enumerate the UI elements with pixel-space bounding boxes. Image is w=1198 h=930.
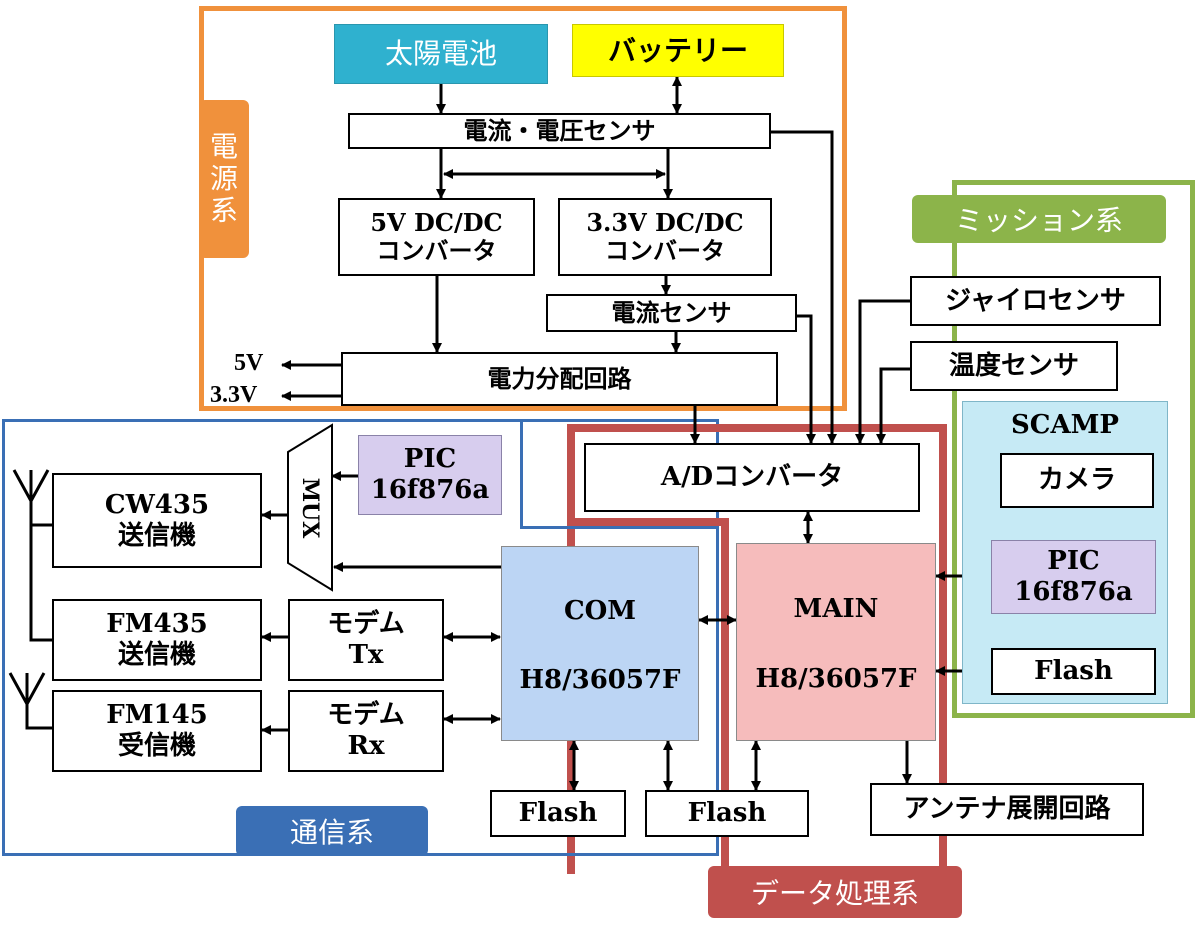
pic-scamp: PIC 16f876a: [991, 540, 1156, 614]
wire-antenna-upper: [29, 470, 52, 642]
dcdc-33v-converter: 3.3V DC/DC コンバータ: [558, 198, 772, 276]
mission-system-label: ミッション系: [912, 195, 1166, 243]
com-cpu-name: COM: [563, 596, 637, 627]
modem-tx-line1: モデム: [327, 609, 405, 640]
main-cpu-model: H8/36057F: [755, 664, 917, 694]
fm435-transmitter: FM435 送信機: [52, 599, 262, 681]
pic-comm-line1: PIC: [403, 444, 457, 475]
cw435-line1: CW435: [104, 489, 210, 520]
solar-cell-block: 太陽電池: [334, 24, 548, 84]
gyro-sensor: ジャイロセンサ: [910, 276, 1161, 326]
modem-rx-line2: Rx: [347, 731, 385, 761]
mux-label: MUX: [297, 477, 323, 539]
pic-scamp-line2: 16f876a: [1014, 577, 1133, 607]
modem-tx: モデム Tx: [288, 599, 444, 681]
power-distribution-circuit: 電力分配回路: [341, 352, 778, 406]
dcdc-5v-line1: 5V DC/DC: [370, 207, 503, 237]
comm-frame-top-edge: [520, 526, 719, 529]
flash-scamp: Flash: [991, 648, 1156, 695]
pic-comm-line2: 16f876a: [370, 475, 490, 505]
scamp-title: SCAMP: [1011, 410, 1119, 440]
modem-rx: モデム Rx: [288, 690, 444, 772]
comm-frame-notch-vertical: [520, 419, 523, 529]
camera-block: カメラ: [1000, 453, 1154, 508]
wire-cursensor-adc: [797, 314, 816, 444]
data-frame-notch-edge-v: [721, 518, 729, 874]
comm-frame-bottom-edge: [560, 853, 719, 856]
fm145-line1: FM145: [106, 700, 208, 731]
fm145-receiver: FM145 受信機: [52, 690, 262, 772]
fm435-line2: 送信機: [117, 640, 196, 670]
modem-rx-line1: モデム: [327, 700, 405, 731]
data-frame-notch-edge-h: [567, 518, 729, 526]
fm145-line2: 受信機: [117, 731, 196, 761]
com-cpu: COM H8/36057F: [501, 546, 699, 741]
power-system-label: 電源系: [199, 100, 249, 258]
antenna-deploy-circuit: アンテナ展開回路: [870, 783, 1144, 836]
output-33v-label: 3.3V: [210, 382, 258, 408]
pic-comm: PIC 16f876a: [358, 435, 502, 515]
comm-frame-right-edge: [716, 526, 719, 856]
mission-system-frame: [952, 180, 1195, 718]
mux-shape: [287, 423, 333, 592]
dcdc-33v-line2: コンバータ: [605, 237, 725, 265]
fm435-line1: FM435: [106, 609, 208, 640]
cw435-transmitter: CW435 送信機: [52, 473, 262, 568]
voltage-current-sensor: 電流・電圧センサ: [348, 113, 771, 149]
ad-converter: A/Dコンバータ: [584, 443, 920, 512]
comm-system-label: 通信系: [236, 806, 428, 856]
flash-com: Flash: [490, 790, 626, 837]
battery-block: バッテリー: [572, 24, 784, 77]
pic-scamp-line1: PIC: [1047, 546, 1100, 577]
wire-visensor-adc: [771, 130, 837, 444]
flash-main: Flash: [645, 790, 809, 837]
modem-tx-line2: Tx: [348, 640, 384, 670]
output-5v-label: 5V: [234, 350, 264, 376]
dcdc-5v-line2: コンバータ: [376, 237, 497, 265]
dcdc-5v-converter: 5V DC/DC コンバータ: [338, 198, 535, 276]
data-frame-notch-edge-left: [567, 424, 575, 526]
com-cpu-model: H8/36057F: [519, 664, 681, 695]
main-cpu-name: MAIN: [793, 594, 879, 624]
cw435-line2: 送信機: [117, 520, 196, 551]
dcdc-33v-line1: 3.3V DC/DC: [586, 207, 744, 237]
current-sensor: 電流センサ: [546, 294, 797, 332]
wire-gyro-adc: [855, 299, 910, 444]
data-system-label: データ処理系: [708, 866, 962, 918]
main-cpu: MAIN H8/36057F: [736, 543, 936, 741]
wire-temp-adc: [876, 367, 910, 444]
temperature-sensor: 温度センサ: [910, 341, 1118, 391]
